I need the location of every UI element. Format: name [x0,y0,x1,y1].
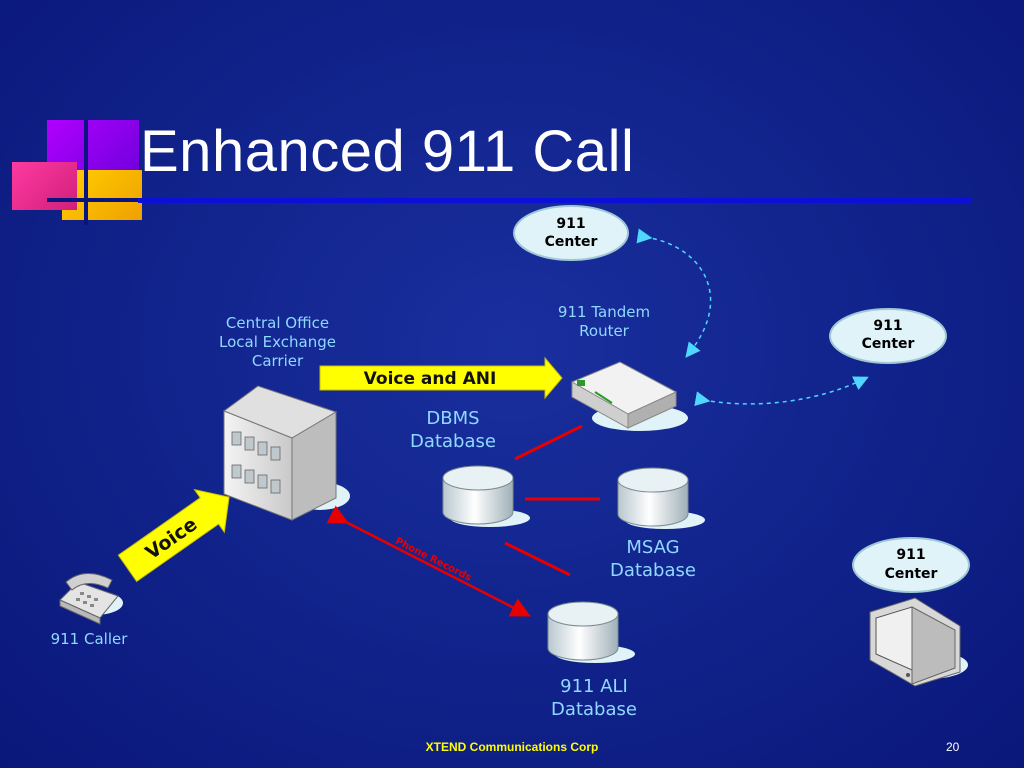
tandem-router-label: 911 Tandem Router [557,303,651,340]
dashed-link-right [694,376,869,407]
page-number: 20 [946,740,960,754]
caller-label: 911 Caller [50,630,128,648]
dbms-database-cylinder [442,465,530,527]
voice-ani-arrow: Voice and ANI [319,356,563,400]
decorative-squares [12,120,147,225]
caller-telephone [59,573,123,625]
dbms-ali-link [504,541,571,577]
central-office-label: Central Office Local Exchange Carrier [219,314,336,370]
tandem-router-device [570,361,688,431]
voice-ani-label: Voice and ANI [364,369,497,389]
slide-title: Enhanced 911 Call [140,119,635,184]
central-office-building [222,385,350,521]
title-rule [138,198,972,203]
phone-records-arrow: Phone Records [326,505,531,617]
ali-database-cylinder [547,601,635,663]
msag-database-cylinder [617,467,705,529]
dbms-label: DBMS Database [410,408,496,452]
phone-records-label: Phone Records [393,536,473,584]
footer-company: XTEND Communications Corp [425,740,599,754]
center-monitor [869,597,968,687]
dashed-link-top [636,228,712,358]
msag-label: MSAG Database [610,537,696,581]
ali-label: 911 ALI Database [551,676,637,720]
router-dbms-link [514,424,583,461]
